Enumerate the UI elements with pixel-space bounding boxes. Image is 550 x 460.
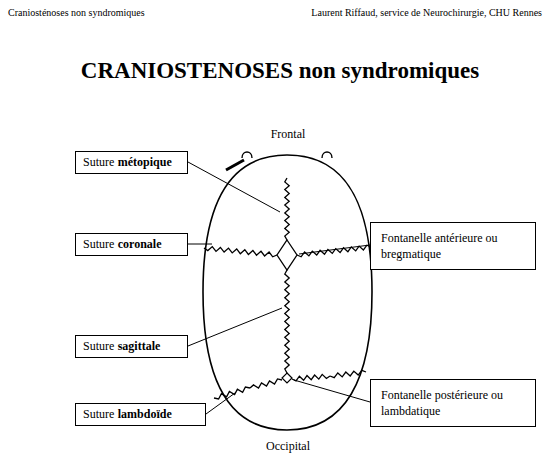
- anterior-fontanelle: [277, 240, 297, 270]
- suture-box: Suture lambdoïde: [75, 403, 206, 426]
- box-text: Fontanelle postérieure ou lambdatique: [381, 388, 503, 418]
- page-header: Laurent Riffaud, service de Neurochirurg…: [311, 7, 542, 18]
- posterior-fontanelle: [282, 373, 292, 383]
- suture-name: coronale: [118, 237, 162, 251]
- box-text: Fontanelle antérieure ou bregmatique: [381, 231, 498, 261]
- leader-line: [188, 308, 282, 346]
- leader-line: [188, 162, 280, 212]
- suture-zigzag: [330, 370, 366, 377]
- fontanelle-box: Fontanelle antérieure ou bregmatique: [370, 222, 536, 270]
- suture-name: sagittale: [118, 339, 161, 353]
- leader-line: [188, 244, 212, 245]
- suture-zigzag: [292, 374, 330, 381]
- suture-zigzag: [297, 245, 371, 257]
- suture-lines: [204, 178, 371, 399]
- box-text: Suture: [83, 407, 114, 421]
- suture-zigzag: [204, 247, 277, 257]
- orientation-label: Occipital: [266, 439, 310, 454]
- frontal-bump: [322, 152, 332, 158]
- suture-zigzag: [285, 178, 289, 240]
- leader-line: [206, 393, 235, 414]
- suture-box: Suture sagittale: [75, 335, 188, 358]
- leader-lines: [188, 162, 370, 414]
- box-text: Suture: [83, 339, 114, 353]
- suture-zigzag: [214, 387, 250, 399]
- skull-mark: [226, 160, 244, 170]
- frontal-bump: [242, 152, 252, 158]
- page-title: CRANIOSTENOSES non syndromiques: [81, 58, 479, 84]
- suture-box: Suture coronale: [75, 233, 188, 256]
- suture-box: Suture métopique: [75, 151, 188, 174]
- leader-line: [294, 380, 370, 402]
- suture-zigzag: [250, 379, 282, 388]
- box-text: Suture: [83, 237, 114, 251]
- suture-name: métopique: [118, 155, 172, 169]
- page-header: Craniosténoses non syndromiques: [8, 7, 145, 18]
- skull-outline: [203, 155, 372, 430]
- orientation-label: Frontal: [271, 127, 306, 142]
- fontanelle-box: Fontanelle postérieure ou lambdatique: [370, 379, 536, 427]
- suture-zigzag: [285, 270, 289, 373]
- suture-name: lambdoïde: [118, 407, 172, 421]
- leader-line: [299, 245, 370, 254]
- box-text: Suture: [83, 155, 114, 169]
